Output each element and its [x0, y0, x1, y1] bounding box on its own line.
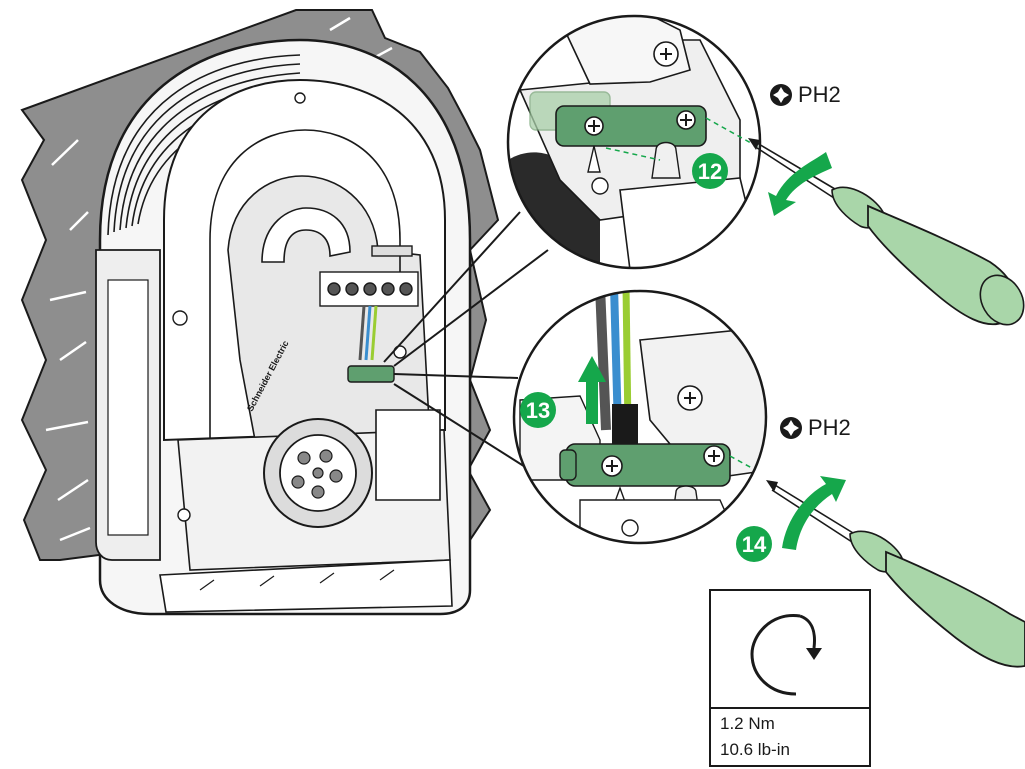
rotate-clockwise-arrow: [782, 476, 846, 550]
step-number-14: 14: [742, 532, 767, 557]
zoom-view-top: [506, 14, 762, 270]
lift-up-arrow: [578, 356, 606, 424]
charging-station: [95, 38, 472, 616]
screwdriver-top: [748, 138, 1025, 326]
tool-label-bottom: PH2: [808, 415, 851, 440]
screwdriver-bottom: [766, 480, 1025, 668]
step-badge-14: 14: [736, 526, 772, 562]
step-number-13: 13: [526, 398, 550, 423]
step-number-12: 12: [698, 159, 722, 184]
socket: [263, 418, 373, 528]
torque-specification-box: [709, 589, 871, 767]
zoom-view-bottom: [512, 289, 768, 545]
torque-value-imperial: 10.6 lb-in: [720, 740, 790, 759]
clockwise-rotation-icon: [750, 614, 822, 696]
step-badge-13: 13: [520, 392, 556, 428]
rotate-counterclockwise-arrow: [768, 152, 832, 216]
callout-leaders: [383, 211, 549, 471]
tool-label-top: PH2: [798, 82, 841, 107]
step-badge-12: 12: [692, 153, 728, 189]
phillips-screwdriver-icon: [780, 417, 802, 439]
phillips-screwdriver-icon: [770, 84, 792, 106]
torque-value-metric: 1.2 Nm: [720, 714, 775, 733]
